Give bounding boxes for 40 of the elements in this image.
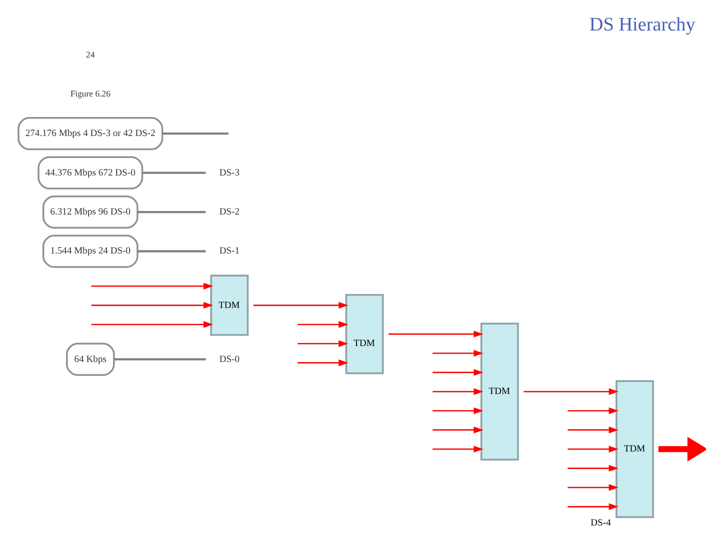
arrow: [432, 446, 483, 452]
diagram-title: DS Hierarchy: [588, 14, 695, 36]
node-text: DS-1: [218, 246, 240, 257]
arrow: [567, 446, 618, 452]
arrow: [388, 330, 483, 338]
node-box: 274.176 Mbps 4 DS-3 or 42 DS-2: [17, 117, 163, 150]
connector: [113, 358, 206, 360]
connector: [142, 172, 206, 174]
connector: [137, 210, 206, 214]
arrow: [297, 340, 348, 348]
label: 24: [86, 49, 94, 60]
arrow: [297, 321, 348, 328]
node-text: DS-3: [218, 167, 240, 178]
arrow: [567, 464, 618, 472]
arrow: [567, 484, 618, 491]
connector: [137, 250, 206, 252]
arrow: [523, 388, 618, 395]
arrow: [567, 426, 618, 434]
arrow: [432, 350, 483, 357]
arrow: [567, 503, 618, 510]
arrow: [432, 388, 483, 395]
connector: [162, 132, 228, 135]
arrow: [252, 302, 348, 309]
node-label: DS-4: [590, 518, 610, 529]
arrow: [432, 407, 483, 414]
arrow: [567, 407, 618, 414]
arrow: [658, 436, 706, 462]
node-text: DS-0: [218, 354, 240, 365]
arrow: [432, 369, 483, 376]
label: Figure 6.26: [70, 88, 110, 99]
node-box: 64 Kbps: [66, 342, 114, 376]
node-box: 1.544 Mbps 24 DS-0: [42, 234, 138, 268]
node-box: 6.312 Mbps 96 DS-0: [42, 195, 138, 229]
arrow: [297, 359, 348, 366]
arrow: [90, 302, 213, 309]
arrow: [90, 321, 213, 328]
node-text: DS-2: [218, 206, 240, 218]
arrow: [432, 426, 483, 434]
node-box: 44.376 Mbps 672 DS-0: [37, 156, 143, 190]
arrow: [90, 282, 213, 290]
